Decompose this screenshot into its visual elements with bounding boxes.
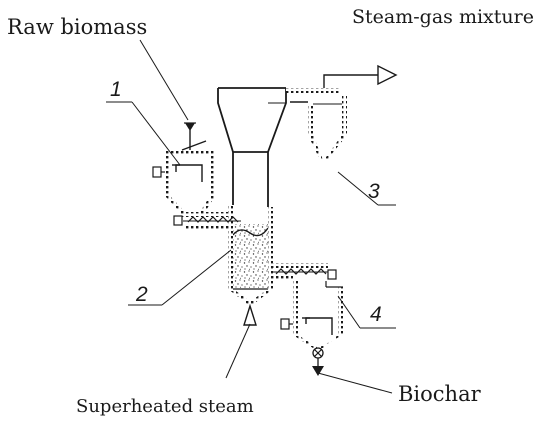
component-number-3: 3 — [368, 180, 380, 203]
leader-lines — [106, 39, 396, 394]
biochar-label: Biochar — [398, 382, 481, 406]
rotary-valve-icon — [312, 347, 324, 366]
leader-1 — [131, 101, 181, 166]
leader-superheated-steam — [225, 323, 251, 379]
feed-screw-conveyor — [173, 212, 241, 230]
biochar-hopper — [280, 280, 343, 348]
discharge-screw-conveyor — [268, 263, 337, 280]
steam-inlet-arrow-icon — [243, 303, 257, 326]
leader-2 — [161, 249, 232, 306]
raw-biomass-label: Raw biomass — [7, 15, 148, 39]
leader-3 — [337, 171, 379, 206]
leader-biochar — [317, 372, 393, 394]
component-number-2: 2 — [136, 283, 148, 306]
leader-4 — [337, 295, 361, 329]
component-number-4: 4 — [370, 303, 382, 326]
cyclone-separator — [286, 74, 378, 160]
reactor-bed-section — [228, 205, 273, 306]
raw-biomass-inlet-icon — [184, 122, 196, 131]
component-number-1: 1 — [110, 78, 122, 101]
steam-gas-mixture-label: Steam-gas mixture — [352, 6, 534, 28]
biochar-outlet-arrow-icon — [312, 366, 324, 376]
leader-raw-biomass — [139, 39, 189, 121]
superheated-steam-label: Superheated steam — [76, 396, 254, 417]
reactor-expanded-section — [217, 87, 287, 207]
feed-hopper — [152, 130, 215, 212]
steam-gas-outlet-arrow-icon — [377, 64, 398, 86]
